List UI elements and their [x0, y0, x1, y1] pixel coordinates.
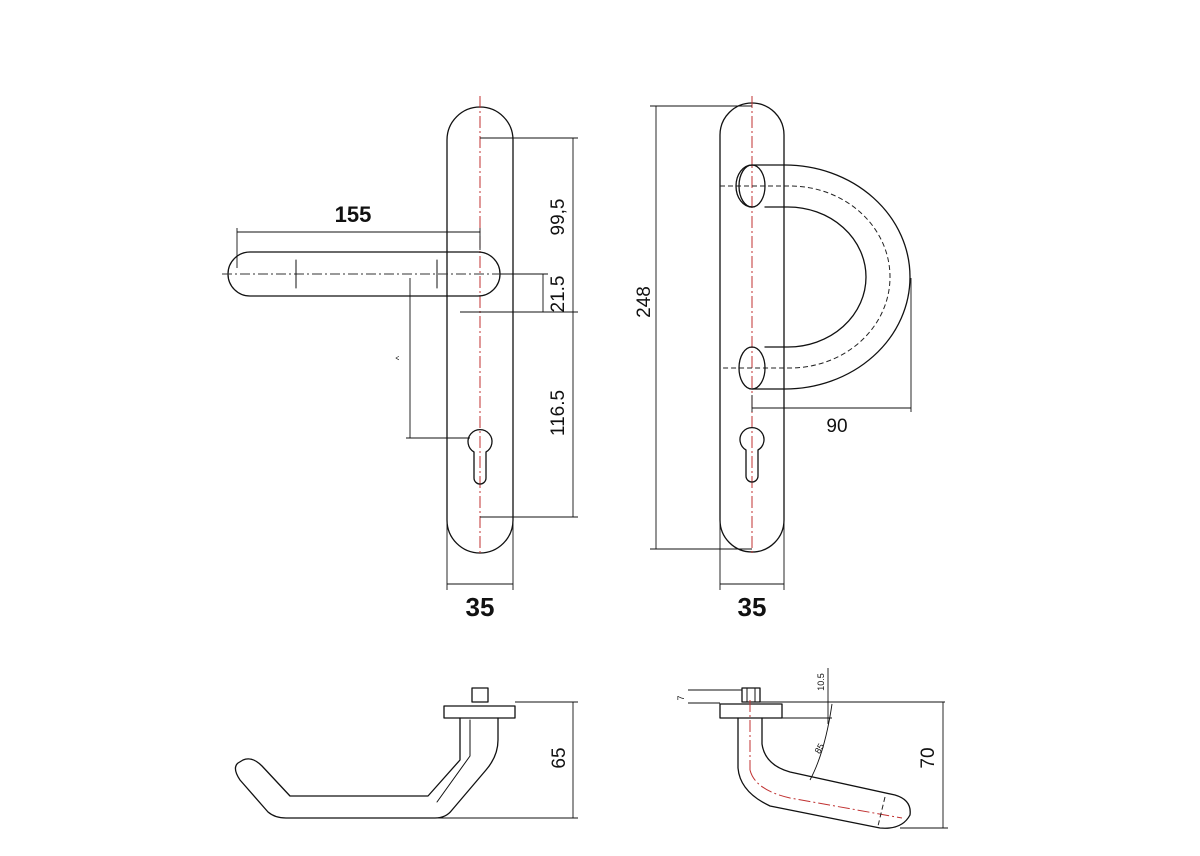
dim-7-label: 7 — [676, 695, 686, 700]
dim-21-5-label: 21.5 — [548, 276, 569, 313]
dim-99-5-label: 99,5 — [548, 199, 569, 236]
dim-10-5-label: 10.5 — [816, 673, 826, 691]
lever-grip-outline — [227, 251, 501, 297]
dim-155-label: 155 — [335, 202, 372, 227]
left-keyhole-outline — [467, 428, 493, 485]
angle-label: 85 — [813, 742, 827, 756]
lever-rose — [443, 705, 516, 719]
right-backplate-outline — [719, 102, 785, 553]
left-backplate-outline — [446, 106, 514, 554]
pull-upper-post-end — [738, 164, 766, 208]
dim-116-5-label: 116.5 — [548, 390, 569, 436]
lever-profile-inner — [436, 719, 471, 803]
pull-rose — [719, 703, 783, 719]
pull-spindle — [741, 687, 761, 703]
angle-arc — [809, 703, 833, 781]
pull-handle-outer — [751, 164, 911, 390]
lever-profile-outline — [234, 717, 499, 819]
pull-lower-post-end — [738, 346, 766, 390]
pull-handle-inner — [764, 206, 867, 348]
pull-profile-outline — [737, 717, 911, 829]
lever-plate-front-view: 155 99,5 21.5 116.5 ^ 35 — [222, 96, 578, 622]
pull-handle-centerline — [720, 185, 891, 369]
pull-plate-front-view: 248 90 35 — [634, 96, 912, 622]
lever-side-profile: 65 — [234, 687, 578, 819]
dim-65-label: 65 — [549, 747, 570, 768]
arrow-mark: ^ — [394, 355, 404, 360]
pull-side-profile: 7 10.5 85 70 — [676, 668, 948, 829]
dim-90-label: 90 — [826, 416, 847, 437]
dim-35-left-label: 35 — [466, 592, 495, 622]
pull-end-dash — [877, 796, 886, 827]
pull-profile-centerline-curve — [749, 769, 903, 819]
right-keyhole-outline — [739, 426, 765, 483]
dim-35-right-label: 35 — [738, 592, 767, 622]
lever-spindle — [471, 687, 489, 703]
dim-70-label: 70 — [918, 747, 939, 768]
dim-248-label: 248 — [634, 286, 655, 318]
